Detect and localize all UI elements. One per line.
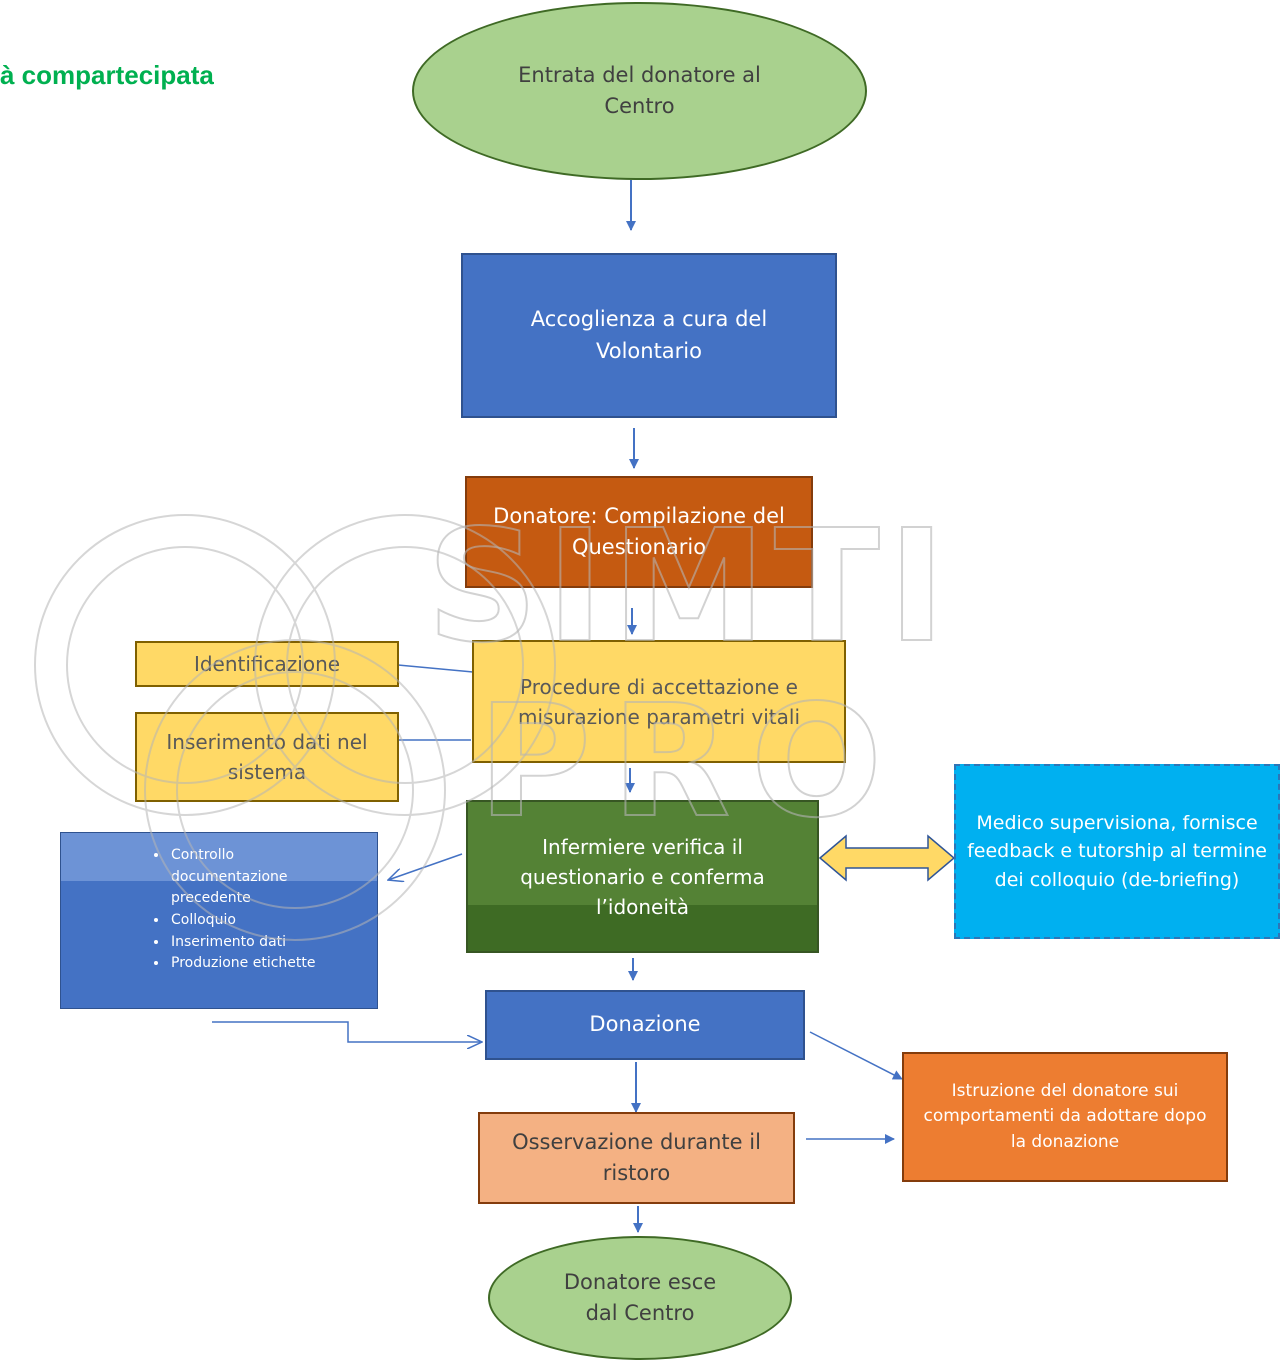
acceptance-label: Procedure di accettazione e misurazione …	[517, 674, 801, 729]
questionnaire-label: Donatore: Compilazione del Questionario	[493, 503, 785, 560]
task-item: Controllo documentazione precedente	[169, 845, 321, 910]
arrow-donation-to-instruction	[809, 1031, 903, 1080]
questionnaire-node: Donatore: Compilazione del Questionario	[465, 476, 813, 588]
double-arrow-nurse-doctor	[818, 834, 956, 882]
doctor-label: Medico supervisiona, fornisce feedback e…	[967, 811, 1267, 891]
welcome-node: Accoglienza a cura del Volontario	[461, 253, 837, 418]
instruction-label: Istruzione del donatore sui comportament…	[923, 1080, 1207, 1152]
task-item: Colloquio	[169, 910, 377, 932]
arrow-checklist-to-donation	[212, 1021, 482, 1042]
task-list: Controllo documentazione precedente Coll…	[61, 845, 377, 975]
exit-label: Donatore esce dal Centro	[563, 1269, 717, 1326]
task-item: Inserimento dati	[169, 932, 377, 954]
welcome-label: Accoglienza a cura del Volontario	[530, 307, 768, 363]
acceptance-node: Procedure di accettazione e misurazione …	[472, 640, 846, 763]
data-entry-node: Inserimento dati nel sistema	[135, 712, 399, 802]
donation-node: Donazione	[485, 990, 805, 1060]
page-title: à compartecipata	[0, 60, 214, 90]
identification-label: Identificazione	[193, 652, 341, 676]
instruction-node: Istruzione del donatore sui comportament…	[902, 1052, 1228, 1182]
arrow-nurse-to-checklist	[388, 853, 463, 880]
exit-node: Donatore esce dal Centro	[488, 1236, 792, 1360]
identification-node: Identificazione	[135, 641, 399, 687]
nurse-label: Infermiere verifica il questionario e co…	[520, 834, 765, 919]
observation-node: Osservazione durante il ristoro	[478, 1112, 795, 1204]
data-entry-label: Inserimento dati nel sistema	[166, 730, 368, 784]
entry-label: Entrata del donatore al Centro	[518, 62, 761, 119]
entry-node: Entrata del donatore al Centro	[412, 2, 867, 180]
observation-label: Osservazione durante il ristoro	[512, 1129, 761, 1186]
donation-label: Donazione	[589, 1012, 701, 1037]
doctor-node: Medico supervisiona, fornisce feedback e…	[954, 764, 1280, 939]
nurse-node: Infermiere verifica il questionario e co…	[466, 800, 819, 953]
task-item: Produzione etichette	[169, 953, 377, 975]
connector-identification	[397, 664, 474, 673]
nurse-task-list: Controllo documentazione precedente Coll…	[60, 832, 378, 1009]
